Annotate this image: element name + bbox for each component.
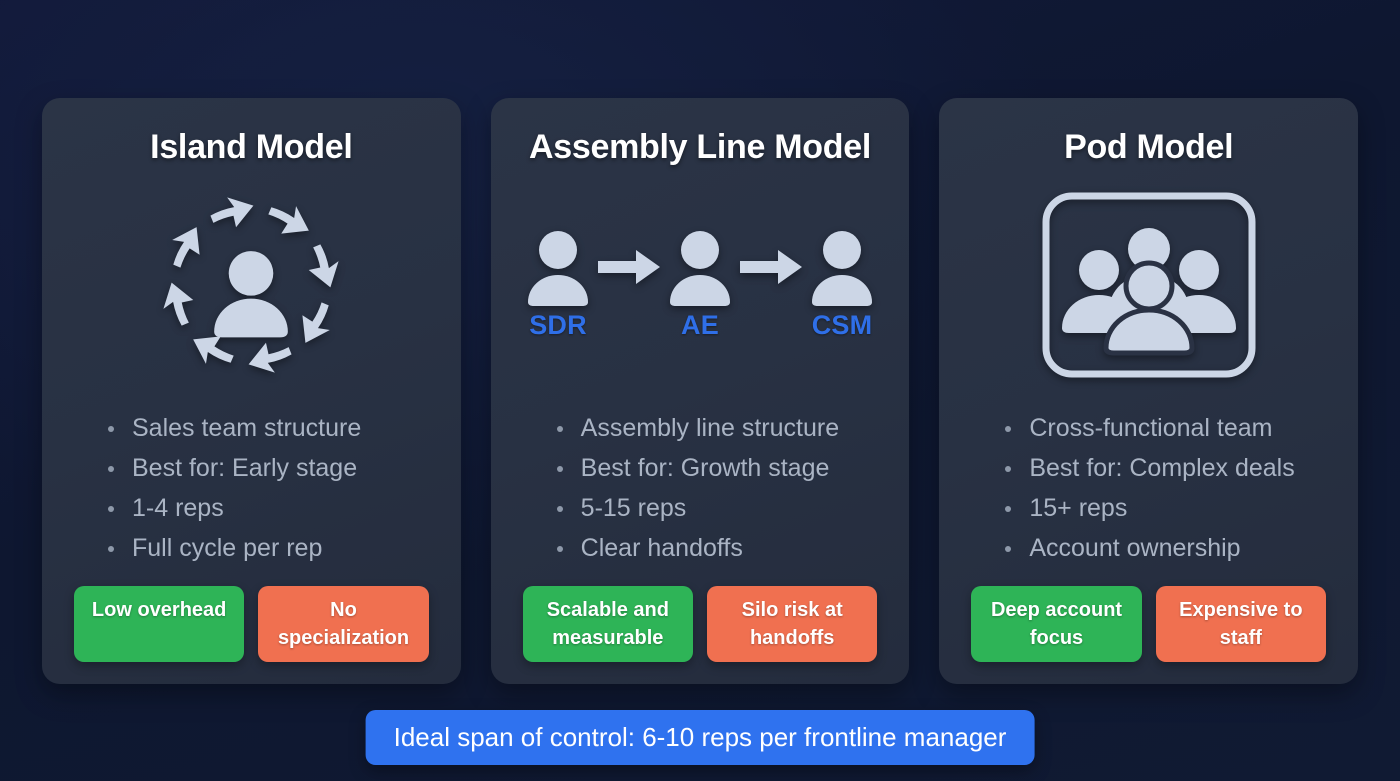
- pro-badge: Scalable and measurable: [522, 586, 694, 662]
- card-assembly-line-model[interactable]: Assembly Line Model SDR: [490, 98, 910, 684]
- flow-label-csm: CSM: [811, 310, 873, 341]
- list-item: 1-4 reps: [106, 488, 439, 528]
- list-item: Assembly line structure: [555, 408, 888, 448]
- feature-bullet-list: Sales team structure Best for: Early sta…: [64, 408, 439, 580]
- person-icon: [670, 231, 730, 307]
- con-badge: Expensive to staff: [1155, 586, 1327, 662]
- person-icon: [812, 231, 872, 307]
- flow-row: SDR AE: [513, 228, 888, 341]
- person-arrow-flow-icon: SDR AE: [513, 170, 888, 400]
- flow-label-sdr: SDR: [529, 310, 587, 341]
- list-item: Best for: Early stage: [106, 448, 439, 488]
- flow-label-ae: AE: [681, 310, 719, 341]
- group-in-frame-svg: [1042, 192, 1256, 378]
- list-item: Sales team structure: [106, 408, 439, 448]
- flow-node-ae: AE: [668, 228, 732, 341]
- circular-arrows-person-svg: [163, 197, 339, 373]
- con-badge: Silo risk at handoffs: [707, 586, 878, 662]
- list-item: Account ownership: [1003, 528, 1336, 568]
- group-in-frame-icon: [961, 170, 1336, 400]
- pro-badge: Low overhead: [74, 586, 245, 662]
- badge-row: Low overhead No specialization: [64, 586, 439, 662]
- card-title: Pod Model: [1064, 128, 1234, 166]
- list-item: Cross-functional team: [1003, 408, 1336, 448]
- list-item: Full cycle per rep: [106, 528, 439, 568]
- arrow-right-icon: [598, 249, 660, 284]
- card-title: Island Model: [150, 128, 353, 166]
- list-item: Best for: Growth stage: [555, 448, 888, 488]
- card-title: Assembly Line Model: [529, 128, 871, 166]
- con-badge: No specialization: [258, 586, 429, 662]
- model-cards-row: Island Model: [42, 98, 1359, 684]
- flow-node-sdr: SDR: [526, 228, 590, 341]
- feature-bullet-list: Assembly line structure Best for: Growth…: [513, 408, 888, 580]
- circular-arrows-person-icon: [64, 170, 439, 400]
- list-item: 5-15 reps: [555, 488, 888, 528]
- feature-bullet-list: Cross-functional team Best for: Complex …: [961, 408, 1336, 580]
- list-item: 15+ reps: [1003, 488, 1336, 528]
- list-item: Clear handoffs: [555, 528, 888, 568]
- card-island-model[interactable]: Island Model: [42, 98, 461, 684]
- badge-row: Scalable and measurable Silo risk at han…: [513, 586, 888, 662]
- card-pod-model[interactable]: Pod Model: [939, 98, 1359, 684]
- list-item: Best for: Complex deals: [1003, 448, 1336, 488]
- arrow-right-icon: [740, 249, 802, 284]
- person-icon: [528, 231, 588, 307]
- flow-node-csm: CSM: [810, 228, 874, 341]
- pro-badge: Deep account focus: [971, 586, 1142, 662]
- badge-row: Deep account focus Expensive to staff: [961, 586, 1336, 662]
- span-of-control-banner: Ideal span of control: 6-10 reps per fro…: [365, 710, 1035, 765]
